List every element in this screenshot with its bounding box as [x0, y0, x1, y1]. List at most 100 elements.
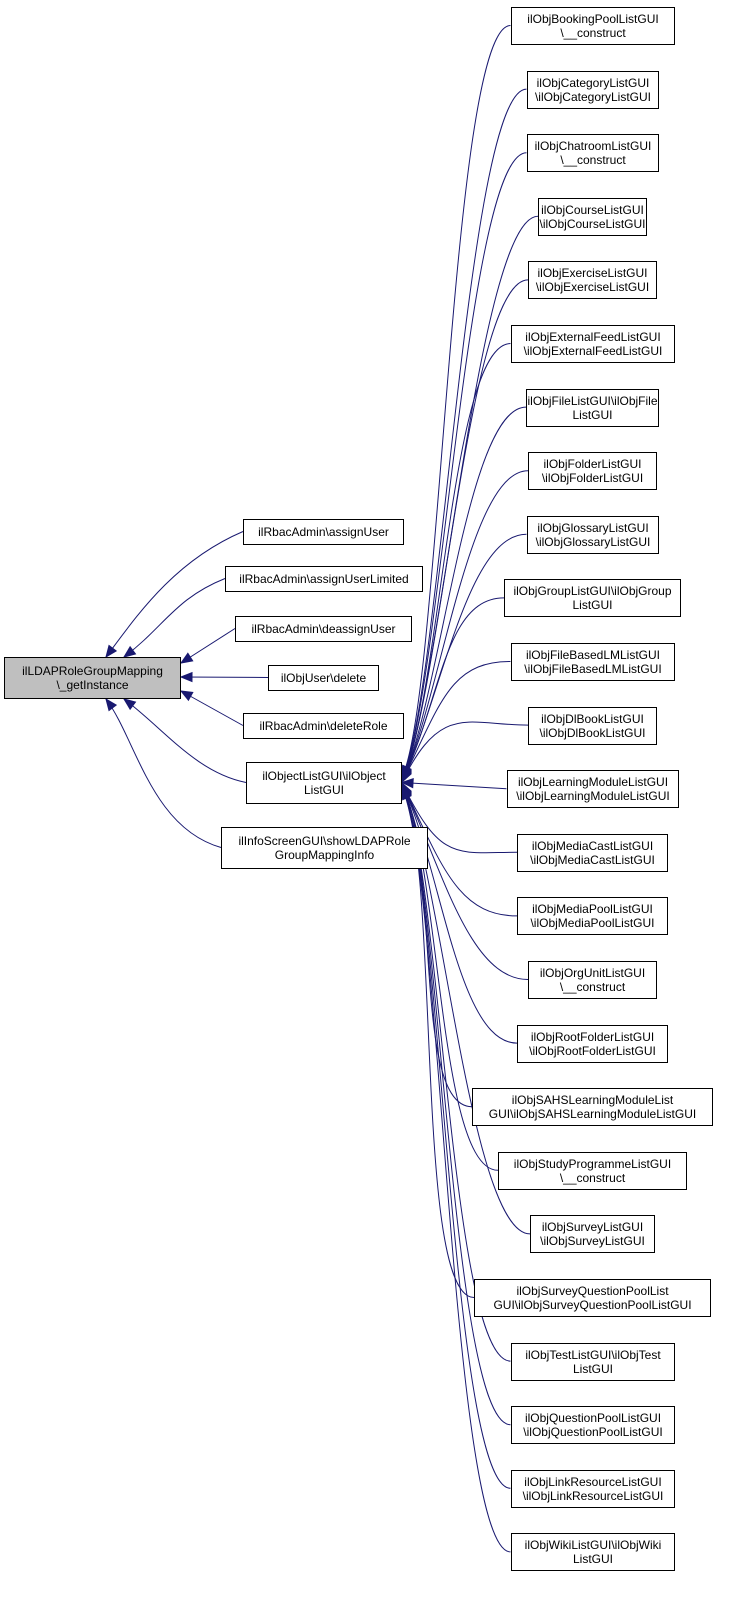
edge-objectList-to-root — [123, 698, 247, 783]
arrowhead — [400, 777, 414, 789]
node-box — [517, 897, 668, 935]
node-deassignUser[interactable]: ilRbacAdmin\deassignUser — [235, 616, 412, 642]
node-box — [511, 1470, 675, 1508]
node-label: ilRbacAdmin\deassignUser — [251, 622, 395, 636]
node-label: ilObjMediaCastListGUI — [532, 839, 653, 853]
node-label: ilObjUser\delete — [281, 671, 367, 685]
node-box — [530, 1215, 655, 1253]
edge-infoScreen-to-root — [105, 698, 222, 848]
node-label: ilObjLearningModuleListGUI — [518, 775, 668, 789]
node-c23[interactable]: ilObjQuestionPoolListGUI\ilObjQuestionPo… — [511, 1406, 675, 1444]
node-c14[interactable]: ilObjMediaCastListGUI\ilObjMediaCastList… — [517, 834, 668, 872]
node-c4[interactable]: ilObjCourseListGUI\ilObjCourseListGUI — [538, 198, 647, 236]
node-c3[interactable]: ilObjChatroomListGUI\__construct — [527, 134, 659, 172]
edge-c24-to-objectList — [401, 787, 511, 1489]
node-label: \ilObjDlBookListGUI — [539, 726, 645, 740]
node-c25[interactable]: ilObjWikiListGUI\ilObjWikiListGUI — [511, 1533, 675, 1571]
node-box — [507, 770, 679, 808]
node-c19[interactable]: ilObjStudyProgrammeListGUI\__construct — [498, 1152, 687, 1190]
node-label: ilObjCategoryListGUI — [537, 76, 650, 90]
node-c12[interactable]: ilObjDlBookListGUI\ilObjDlBookListGUI — [528, 707, 657, 745]
node-c5[interactable]: ilObjExerciseListGUI\ilObjExerciseListGU… — [528, 261, 657, 299]
node-root[interactable]: ilLDAPRoleGroupMapping\_getInstance — [4, 657, 181, 699]
node-label: ilObjWikiListGUI\ilObjWiki — [525, 1538, 662, 1552]
nodes: ilLDAPRoleGroupMapping\_getInstance ilRba… — [4, 7, 713, 1571]
edge-c3-to-objectList — [401, 152, 527, 779]
node-label: \ilObjExerciseListGUI — [536, 280, 649, 294]
node-box — [504, 579, 681, 617]
node-box — [517, 1025, 668, 1063]
node-objectList[interactable]: ilObjectListGUI\ilObjectListGUI — [246, 762, 402, 804]
node-box — [526, 389, 659, 427]
node-box — [528, 707, 657, 745]
node-box — [511, 1343, 675, 1381]
node-label: ilObjLinkResourceListGUI — [524, 1475, 661, 1489]
node-label: \ilObjGlossaryListGUI — [536, 535, 651, 549]
node-label: ilObjFolderListGUI — [543, 457, 641, 471]
node-c15[interactable]: ilObjMediaPoolListGUI\ilObjMediaPoolList… — [517, 897, 668, 935]
edge-c10-to-objectList — [401, 597, 505, 782]
edge-c1-to-objectList — [401, 25, 511, 778]
node-box — [511, 325, 675, 363]
arrowhead — [122, 645, 137, 658]
node-label: ilObjChatroomListGUI — [535, 139, 652, 153]
node-userDelete[interactable]: ilObjUser\delete — [268, 665, 379, 691]
node-c1[interactable]: ilObjBookingPoolListGUI\__construct — [511, 7, 675, 45]
node-c10[interactable]: ilObjGroupListGUI\ilObjGroupListGUI — [504, 579, 681, 617]
node-label: \ilObjFolderListGUI — [542, 471, 643, 485]
node-label: ilObjSAHSLearningModuleList — [512, 1093, 674, 1107]
node-label: ilObjTestListGUI\ilObjTest — [525, 1348, 661, 1362]
edge-c17-to-objectList — [401, 784, 518, 1044]
arrowhead — [122, 698, 137, 711]
node-label: ilRbacAdmin\assignUserLimited — [239, 572, 408, 586]
node-c21[interactable]: ilObjSurveyQuestionPoolListGUI\ilObjSurv… — [474, 1279, 711, 1317]
edge-assignUser-to-root — [105, 531, 244, 658]
node-label: ilObjExternalFeedListGUI — [525, 330, 660, 344]
node-label: \ilObjMediaCastListGUI — [530, 853, 655, 867]
node-box — [498, 1152, 687, 1190]
edge-c6-to-objectList — [401, 343, 511, 780]
arrowhead — [105, 644, 118, 659]
node-label: ilObjGlossaryListGUI — [537, 521, 648, 535]
node-c7[interactable]: ilObjFileListGUI\ilObjFileListGUI — [526, 389, 659, 427]
edge-assignUserLimited-to-root — [123, 578, 226, 658]
node-label: \ilObjSurveyListGUI — [540, 1234, 645, 1248]
node-label: \ilObjLinkResourceListGUI — [523, 1489, 664, 1503]
node-label: ListGUI — [573, 1552, 613, 1566]
node-c6[interactable]: ilObjExternalFeedListGUI\ilObjExternalFe… — [511, 325, 675, 363]
node-deleteRole[interactable]: ilRbacAdmin\deleteRole — [243, 713, 404, 739]
node-label: ilObjCourseListGUI — [541, 203, 644, 217]
node-label: ListGUI — [572, 598, 612, 612]
arrowhead — [179, 671, 193, 683]
node-c8[interactable]: ilObjFolderListGUI\ilObjFolderListGUI — [528, 452, 657, 490]
node-label: ListGUI — [304, 783, 344, 797]
node-c13[interactable]: ilObjLearningModuleListGUI\ilObjLearning… — [507, 770, 679, 808]
node-c2[interactable]: ilObjCategoryListGUI\ilObjCategoryListGU… — [527, 71, 659, 109]
node-c22[interactable]: ilObjTestListGUI\ilObjTestListGUI — [511, 1343, 675, 1381]
node-c9[interactable]: ilObjGlossaryListGUI\ilObjGlossaryListGU… — [527, 516, 659, 554]
node-infoScreen[interactable]: ilInfoScreenGUI\showLDAPRoleGroupMapping… — [221, 827, 428, 869]
node-box — [246, 762, 402, 804]
node-box — [511, 1406, 675, 1444]
node-label: \ilObjLearningModuleListGUI — [516, 789, 669, 803]
node-label: \ilObjMediaPoolListGUI — [530, 916, 654, 930]
node-label: ilRbacAdmin\deleteRole — [259, 719, 387, 733]
arrowhead — [401, 769, 412, 784]
edge-c11-to-objectList — [401, 661, 511, 782]
node-c18[interactable]: ilObjSAHSLearningModuleListGUI\ilObjSAHS… — [472, 1088, 713, 1126]
node-c24[interactable]: ilObjLinkResourceListGUI\ilObjLinkResour… — [511, 1470, 675, 1508]
node-c20[interactable]: ilObjSurveyListGUI\ilObjSurveyListGUI — [530, 1215, 655, 1253]
edge-c15-to-objectList — [401, 783, 518, 917]
node-box — [528, 261, 657, 299]
node-assignUserLimited[interactable]: ilRbacAdmin\assignUserLimited — [225, 566, 423, 592]
node-assignUser[interactable]: ilRbacAdmin\assignUser — [243, 519, 404, 545]
node-box — [511, 1533, 675, 1571]
node-box — [243, 713, 404, 739]
edge-c16-to-objectList — [401, 783, 529, 980]
node-c17[interactable]: ilObjRootFolderListGUI\ilObjRootFolderLi… — [517, 1025, 668, 1063]
node-c16[interactable]: ilObjOrgUnitListGUI\__construct — [528, 961, 657, 999]
node-box — [517, 834, 668, 872]
edge-c12-to-objectList — [401, 721, 529, 783]
node-box — [527, 134, 659, 172]
node-c11[interactable]: ilObjFileBasedLMListGUI\ilObjFileBasedLM… — [511, 643, 675, 681]
